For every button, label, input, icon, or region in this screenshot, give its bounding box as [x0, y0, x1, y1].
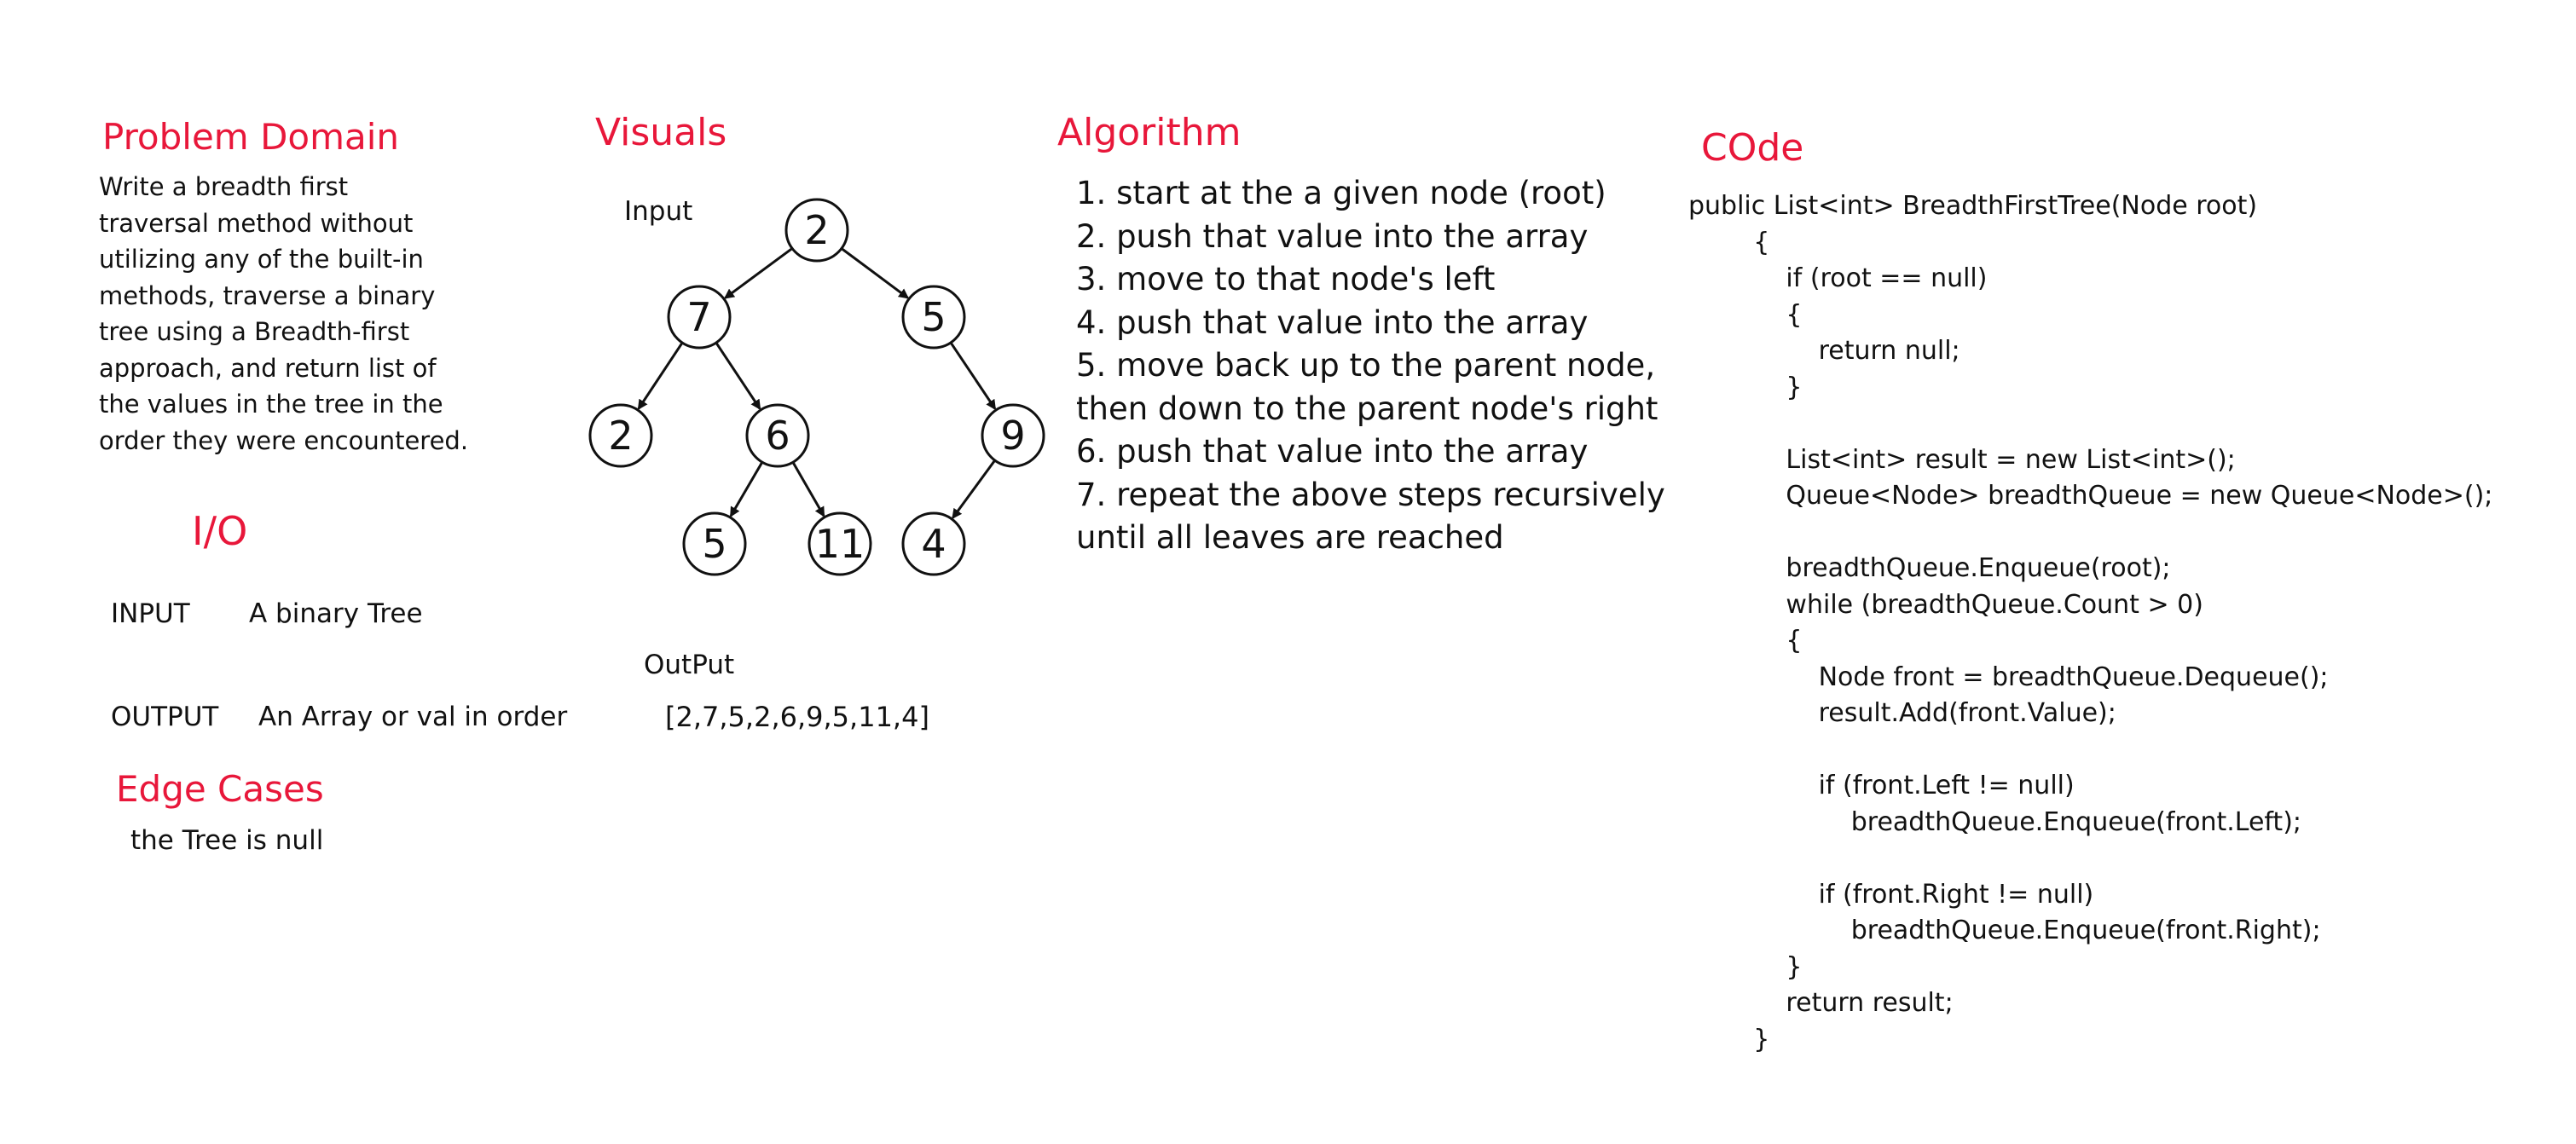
algorithm-steps: 1. start at the a given node (root) 2. p…: [1076, 172, 1665, 560]
code-line: [1688, 406, 2492, 442]
algorithm-title: Algorithm: [1057, 111, 1242, 154]
algorithm-step: until all leaves are reached: [1076, 519, 1504, 556]
tree-node-circle: [808, 511, 872, 576]
code-line: {: [1688, 626, 1803, 656]
tree-node-circle: [588, 403, 653, 468]
tree-node-label: 4: [921, 521, 946, 567]
tree-node: 6: [745, 403, 810, 468]
tree-node-circle: [745, 403, 810, 468]
tree-edge: [637, 342, 684, 410]
code-line: Node front = breadthQueue.Dequeue();: [1688, 662, 2329, 692]
edge-cases-text: the Tree is null: [130, 825, 324, 856]
visuals-input-label: Input: [624, 196, 693, 227]
tree-edge: [952, 459, 996, 519]
tree-node-label: 5: [921, 294, 946, 340]
tree-node: 5: [682, 511, 747, 576]
visuals-output-value: [2,7,5,2,6,9,5,11,4]: [665, 701, 929, 733]
tree-node-label: 2: [804, 207, 829, 253]
code-line: breadthQueue.Enqueue(front.Right);: [1688, 916, 2321, 945]
tree-node-label: 6: [765, 413, 790, 459]
problem-line: approach, and return list of: [99, 353, 437, 383]
tree-node-circle: [901, 511, 966, 576]
tree-node: 7: [667, 285, 732, 350]
code-line: breadthQueue.Enqueue(front.Left);: [1688, 806, 2302, 837]
code-line: {: [1688, 227, 1770, 257]
tree-edge: [949, 342, 997, 411]
problem-line: Write a breadth first: [99, 172, 349, 201]
tree-node-circle: [901, 285, 966, 350]
code-line: return null;: [1688, 336, 1960, 366]
tree-node-circle: [667, 285, 732, 350]
problem-line: traversal method without: [99, 208, 414, 238]
tree-node-circle: [682, 511, 747, 576]
tree-edge: [791, 461, 825, 517]
tree-node: 2: [784, 198, 849, 263]
visuals-output-label: OutPut: [644, 650, 735, 680]
algorithm-step: 6. push that value into the array: [1076, 433, 1589, 470]
io-input-value: A binary Tree: [249, 598, 423, 629]
edge-cases-title: Edge Cases: [116, 768, 324, 810]
problem-line: order they were encountered.: [99, 425, 469, 455]
code-line: [1688, 841, 2492, 877]
io-input-label: INPUT: [111, 598, 190, 629]
tree-node-label: 2: [608, 413, 633, 459]
code-line: breadthQueue.Enqueue(root);: [1688, 553, 2171, 583]
code-line: }: [1688, 951, 1803, 982]
io-output-label: OUTPUT: [111, 702, 219, 732]
io-title: I/O: [192, 508, 248, 554]
tree-node: 9: [981, 403, 1045, 468]
tree-edge: [729, 461, 764, 517]
algorithm-step: 1. start at the a given node (root): [1076, 175, 1606, 211]
code-line: public List<int> BreadthFirstTree(Node r…: [1688, 191, 2258, 221]
tree-edge: [715, 342, 761, 410]
algorithm-step: then down to the parent node's right: [1076, 390, 1658, 427]
problem-domain-title: Problem Domain: [102, 116, 400, 158]
code-line: if (front.Left != null): [1688, 771, 2075, 800]
io-output-value: An Array or val in order: [258, 702, 568, 732]
tree-node-label: 7: [686, 294, 711, 340]
algorithm-step: 2. push that value into the array: [1076, 217, 1589, 255]
code-line: [1688, 732, 2492, 769]
code-line: }: [1688, 1024, 1770, 1054]
tree-node-label: 5: [702, 521, 726, 567]
code-line: List<int> result = new List<int>();: [1688, 444, 2236, 475]
algorithm-step: 4. push that value into the array: [1076, 303, 1589, 341]
tree-node-label: 11: [815, 521, 865, 567]
tree-node-circle: [784, 198, 849, 263]
code-line: [1688, 515, 2492, 552]
problem-line: methods, traverse a binary: [99, 280, 436, 310]
tree-node: 5: [901, 285, 966, 350]
code-block: public List<int> BreadthFirstTree(Node r…: [1688, 188, 2492, 1058]
algorithm-step: 3. move to that node's left: [1076, 261, 1496, 298]
code-line: {: [1688, 299, 1803, 330]
code-line: if (root == null): [1688, 263, 1988, 293]
problem-domain-text: Write a breadth first traversal method w…: [99, 169, 491, 459]
tree-node-circle: [981, 403, 1045, 468]
tree-node: 11: [808, 511, 872, 576]
code-line: while (breadthQueue.Count > 0): [1688, 589, 2203, 620]
problem-line: tree using a Breadth-first: [99, 317, 410, 346]
algorithm-step: 7. repeat the above steps recursively: [1076, 476, 1665, 513]
code-line: result.Add(front.Value);: [1688, 698, 2116, 728]
tree-edge: [840, 247, 910, 299]
tree-edge: [723, 247, 793, 299]
tree-node-label: 9: [1000, 413, 1025, 459]
problem-line: utilizing any of the built-in: [99, 245, 424, 274]
code-line: if (front.Right != null): [1688, 879, 2094, 910]
code-line: return result;: [1688, 988, 1954, 1018]
algorithm-step: 5. move back up to the parent node,: [1076, 347, 1656, 384]
tree-node: 4: [901, 511, 966, 576]
tree-node: 2: [588, 403, 653, 468]
code-line: Queue<Node> breadthQueue = new Queue<Nod…: [1688, 481, 2493, 511]
code-line: }: [1688, 372, 1803, 402]
code-title: COde: [1701, 126, 1804, 170]
problem-line: the values in the tree in the: [99, 390, 443, 419]
visuals-title: Visuals: [595, 111, 727, 154]
